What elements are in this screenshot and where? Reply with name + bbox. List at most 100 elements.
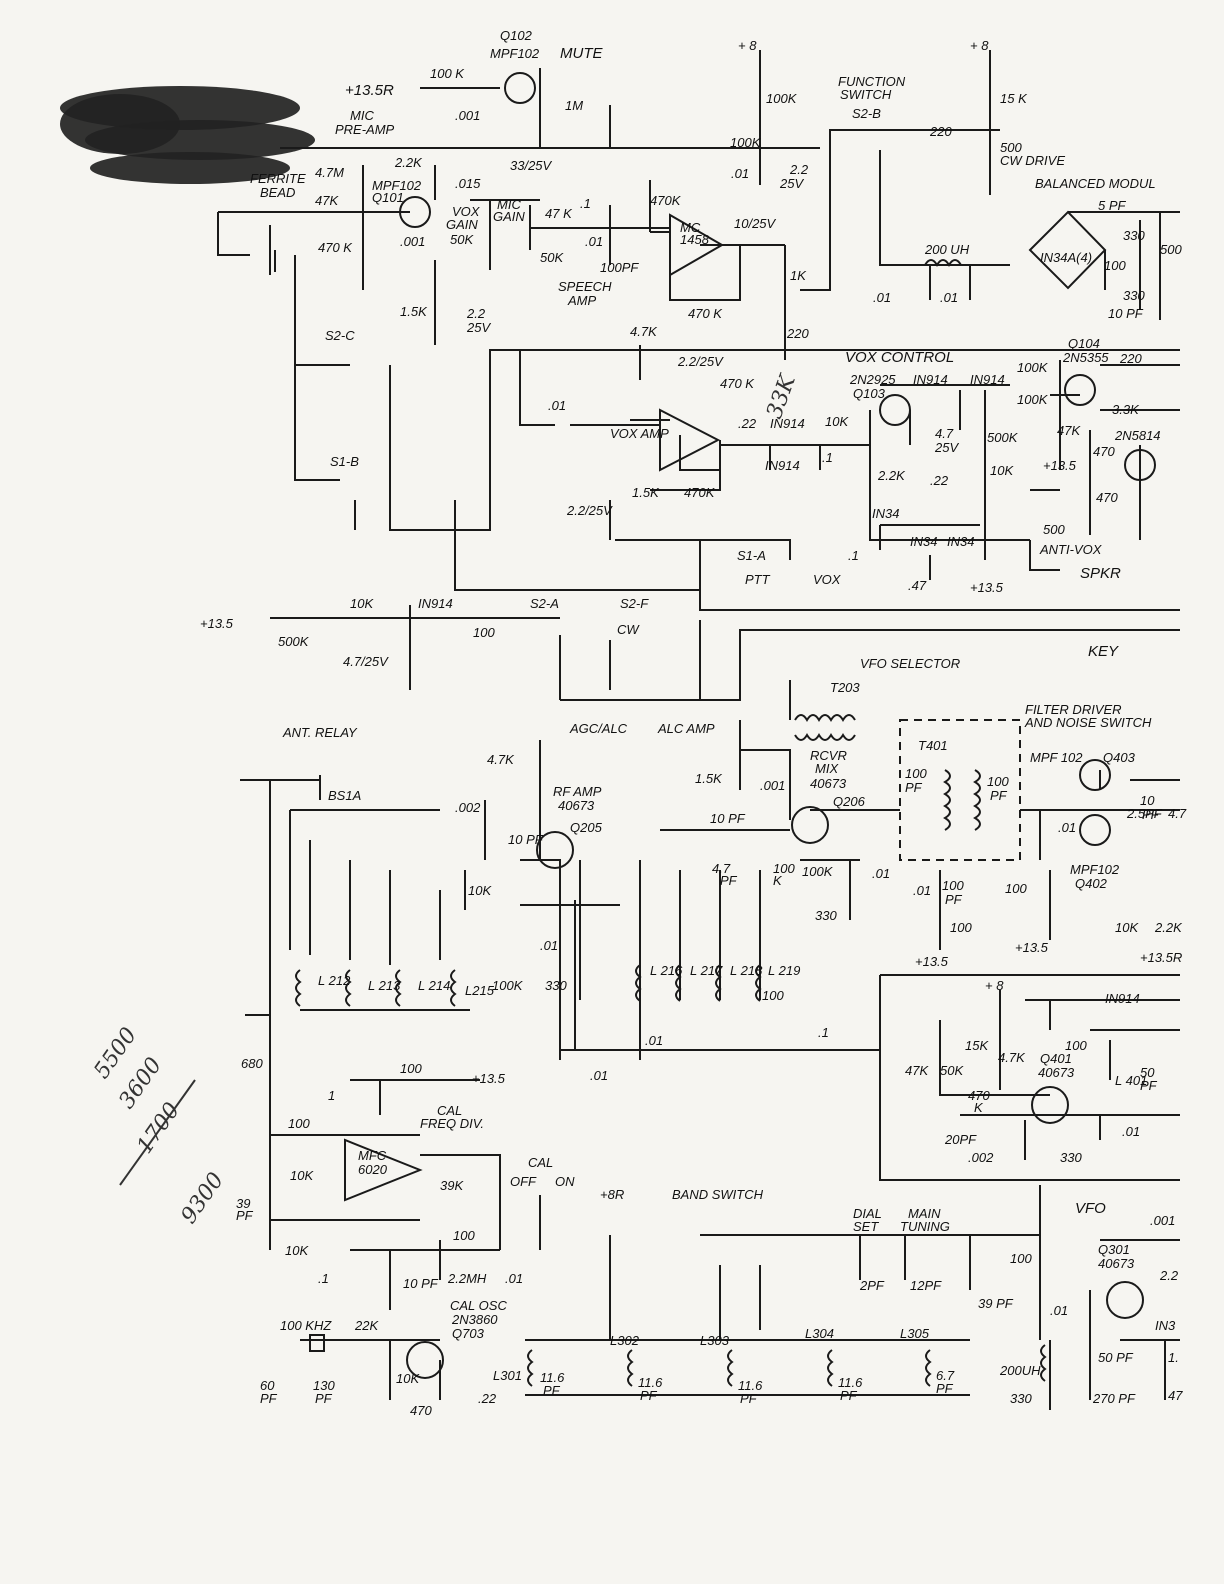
label-q10x: 2N5814: [1114, 428, 1161, 443]
label-l218: L 218: [730, 963, 763, 978]
label-plus13-5-c: +13.5: [200, 616, 234, 631]
redaction-scribble: [60, 86, 315, 184]
value-c100pf-d1: 100: [942, 878, 964, 893]
value-c100-a: 100: [288, 1116, 310, 1131]
value-c2pf: 2PF: [859, 1278, 885, 1293]
transistor-q703: [406, 1341, 444, 1379]
value-c100pf-d2: PF: [945, 892, 963, 907]
transistor-q10x: [1124, 449, 1156, 481]
label-vox-gain-1: VOX: [452, 204, 481, 219]
value-c4-7pf-1: 4.7: [712, 861, 731, 876]
label-q301-1: Q301: [1098, 1242, 1130, 1257]
value-in914-a: IN914: [770, 416, 805, 431]
label-l215: L215: [465, 983, 495, 998]
value-r50k-vox: 50K: [450, 232, 474, 247]
value-r1-5k-b: 1.5K: [632, 485, 660, 500]
value-c5pf: 5 PF: [1098, 198, 1127, 213]
value-r100-e: 100: [1005, 881, 1027, 896]
label-q206-1: 40673: [810, 776, 847, 791]
value-c1-d: .1: [818, 1025, 829, 1040]
value-c001-d: .001: [1150, 1213, 1175, 1228]
label-vfo: VFO: [1075, 1200, 1106, 1217]
value-c100pf-a: 100PF: [600, 260, 639, 275]
value-r470-b: 470: [1096, 490, 1118, 505]
label-cal-osc-2: 2N3860: [451, 1312, 498, 1327]
value-c001-a: .001: [455, 108, 480, 123]
value-r330-b: 330: [1123, 288, 1145, 303]
value-c01-g: .01: [540, 938, 558, 953]
label-plus8-b: + 8: [970, 38, 989, 53]
value-r330-a: 330: [1123, 228, 1145, 243]
label-spkr: SPKR: [1080, 565, 1121, 582]
label-agc-alc: AGC/ALC: [569, 721, 628, 736]
label-q205-2: Q205: [570, 820, 603, 835]
value-r100-c: 100: [762, 988, 784, 1003]
label-mic-preamp-1: MIC: [350, 108, 374, 123]
label-q102: Q102: [500, 28, 533, 43]
value-in34-b: IN34: [910, 534, 937, 549]
crystal: [309, 1334, 325, 1352]
label-l212: L 212: [318, 973, 351, 988]
label-q101-1: MPF102: [372, 178, 422, 193]
value-r2-2k-b: 2.2K: [877, 468, 906, 483]
label-filter-driver-2: AND NOISE SWITCH: [1024, 715, 1152, 730]
value-c6-7-2: PF: [936, 1381, 954, 1396]
label-s1a: S1-A: [737, 548, 766, 563]
label-mic-gain-1: MIC: [497, 197, 521, 212]
wiring: [217, 50, 1180, 1410]
value-c4-7-25v-e: 4.7/25V: [343, 654, 389, 669]
label-mc1458-a: MC: [680, 220, 701, 235]
label-ferrite-1: FERRITE: [250, 171, 306, 186]
value-c01-l: .01: [505, 1271, 523, 1286]
value-r100k-b: 100K: [766, 91, 798, 106]
label-vfo-selector: VFO SELECTOR: [860, 656, 960, 671]
label-q401-2: 40673: [1038, 1065, 1075, 1080]
value-c50pf-b2: PF: [1140, 1078, 1158, 1093]
value-r10k-h: 10K: [396, 1371, 420, 1386]
label-q402-2: Q402: [1075, 876, 1108, 891]
label-cw: CW: [617, 622, 640, 637]
value-l200uh-b: 200UH: [999, 1363, 1041, 1378]
label-q301-2: 40673: [1098, 1256, 1135, 1271]
value-r100-h: 100: [1010, 1251, 1032, 1266]
label-q205-1: 40673: [558, 798, 595, 813]
value-c22-c: .22: [478, 1391, 497, 1406]
value-r10k-a: 10K: [825, 414, 849, 429]
value-r3-3k: 3.3K: [1112, 402, 1140, 417]
label-anti-vox: ANTI-VOX: [1039, 542, 1103, 557]
value-r470k-b: 470K: [650, 193, 682, 208]
label-mfc-1: MFC: [358, 1148, 387, 1163]
value-r4-7k-a: 4.7K: [630, 324, 658, 339]
label-plus13-5-a: +13.5: [1043, 458, 1077, 473]
label-cal-on: ON: [555, 1174, 575, 1189]
label-cal-osc-3: Q703: [452, 1326, 485, 1341]
label-s1b: S1-B: [330, 454, 359, 469]
ic-mfc6020: [344, 1138, 423, 1202]
value-c100pf-c1: 100: [987, 774, 1009, 789]
label-l214: L 214: [418, 978, 450, 993]
label-rcvr-mix-2: MIX: [815, 761, 839, 776]
value-c11-6-a2: PF: [543, 1383, 561, 1398]
value-r500-b: 500: [1160, 242, 1182, 257]
transistor-q104: [1064, 374, 1096, 406]
value-r500k-a: 500K: [987, 430, 1019, 445]
value-r100k-a: 100 K: [430, 66, 465, 81]
label-s2f: S2-F: [620, 596, 649, 611]
label-mute: MUTE: [560, 45, 603, 62]
value-r1-5k-a: 1.5K: [400, 304, 428, 319]
value-r100-d: 100: [950, 920, 972, 935]
value-c1-f: .1: [318, 1271, 329, 1286]
value-r220-b: 220: [929, 124, 952, 139]
label-main-tuning-2: TUNING: [900, 1219, 950, 1234]
value-c100pf-b2: PF: [905, 780, 923, 795]
label-l216: L 216: [650, 963, 683, 978]
label-cal-freq-2: FREQ DIV.: [420, 1116, 484, 1131]
value-c2-2-25v-b: 2.2/25V: [677, 354, 724, 369]
label-q402-1: MPF102: [1070, 862, 1120, 877]
opamp-vox: [659, 408, 721, 472]
value-r470-a: 470: [1093, 444, 1115, 459]
value-r330-f: 330: [1060, 1150, 1082, 1165]
value-c10pf-e: 10 PF: [403, 1276, 439, 1291]
label-plus13-5r: +13.5R: [345, 82, 394, 99]
